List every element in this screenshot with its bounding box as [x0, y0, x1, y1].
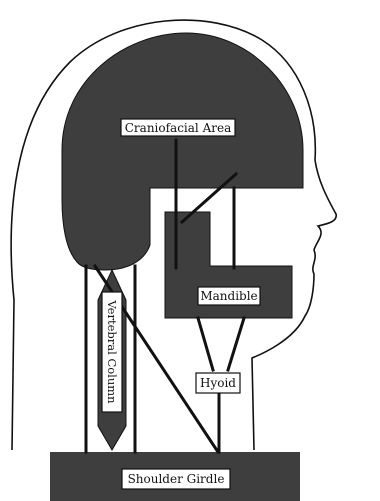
label-hyoid: Hyoid: [196, 373, 240, 393]
label-shoulder-girdle: Shoulder Girdle: [122, 469, 230, 489]
shoulder-girdle-label: Shoulder Girdle: [128, 472, 225, 486]
line-mandible-left-to-hyoid: [198, 318, 213, 370]
vertebral-column-label: Vertebral Column: [105, 299, 119, 404]
hyoid-label: Hyoid: [200, 376, 236, 390]
line-mandible-right-to-hyoid: [228, 318, 244, 370]
craniofacial-area-label: Craniofacial Area: [125, 121, 231, 135]
label-craniofacial-area: Craniofacial Area: [121, 119, 235, 136]
label-mandible: Mandible: [198, 287, 260, 305]
mandible-label: Mandible: [200, 289, 257, 303]
label-vertebral-column: Vertebral Column: [102, 292, 122, 412]
